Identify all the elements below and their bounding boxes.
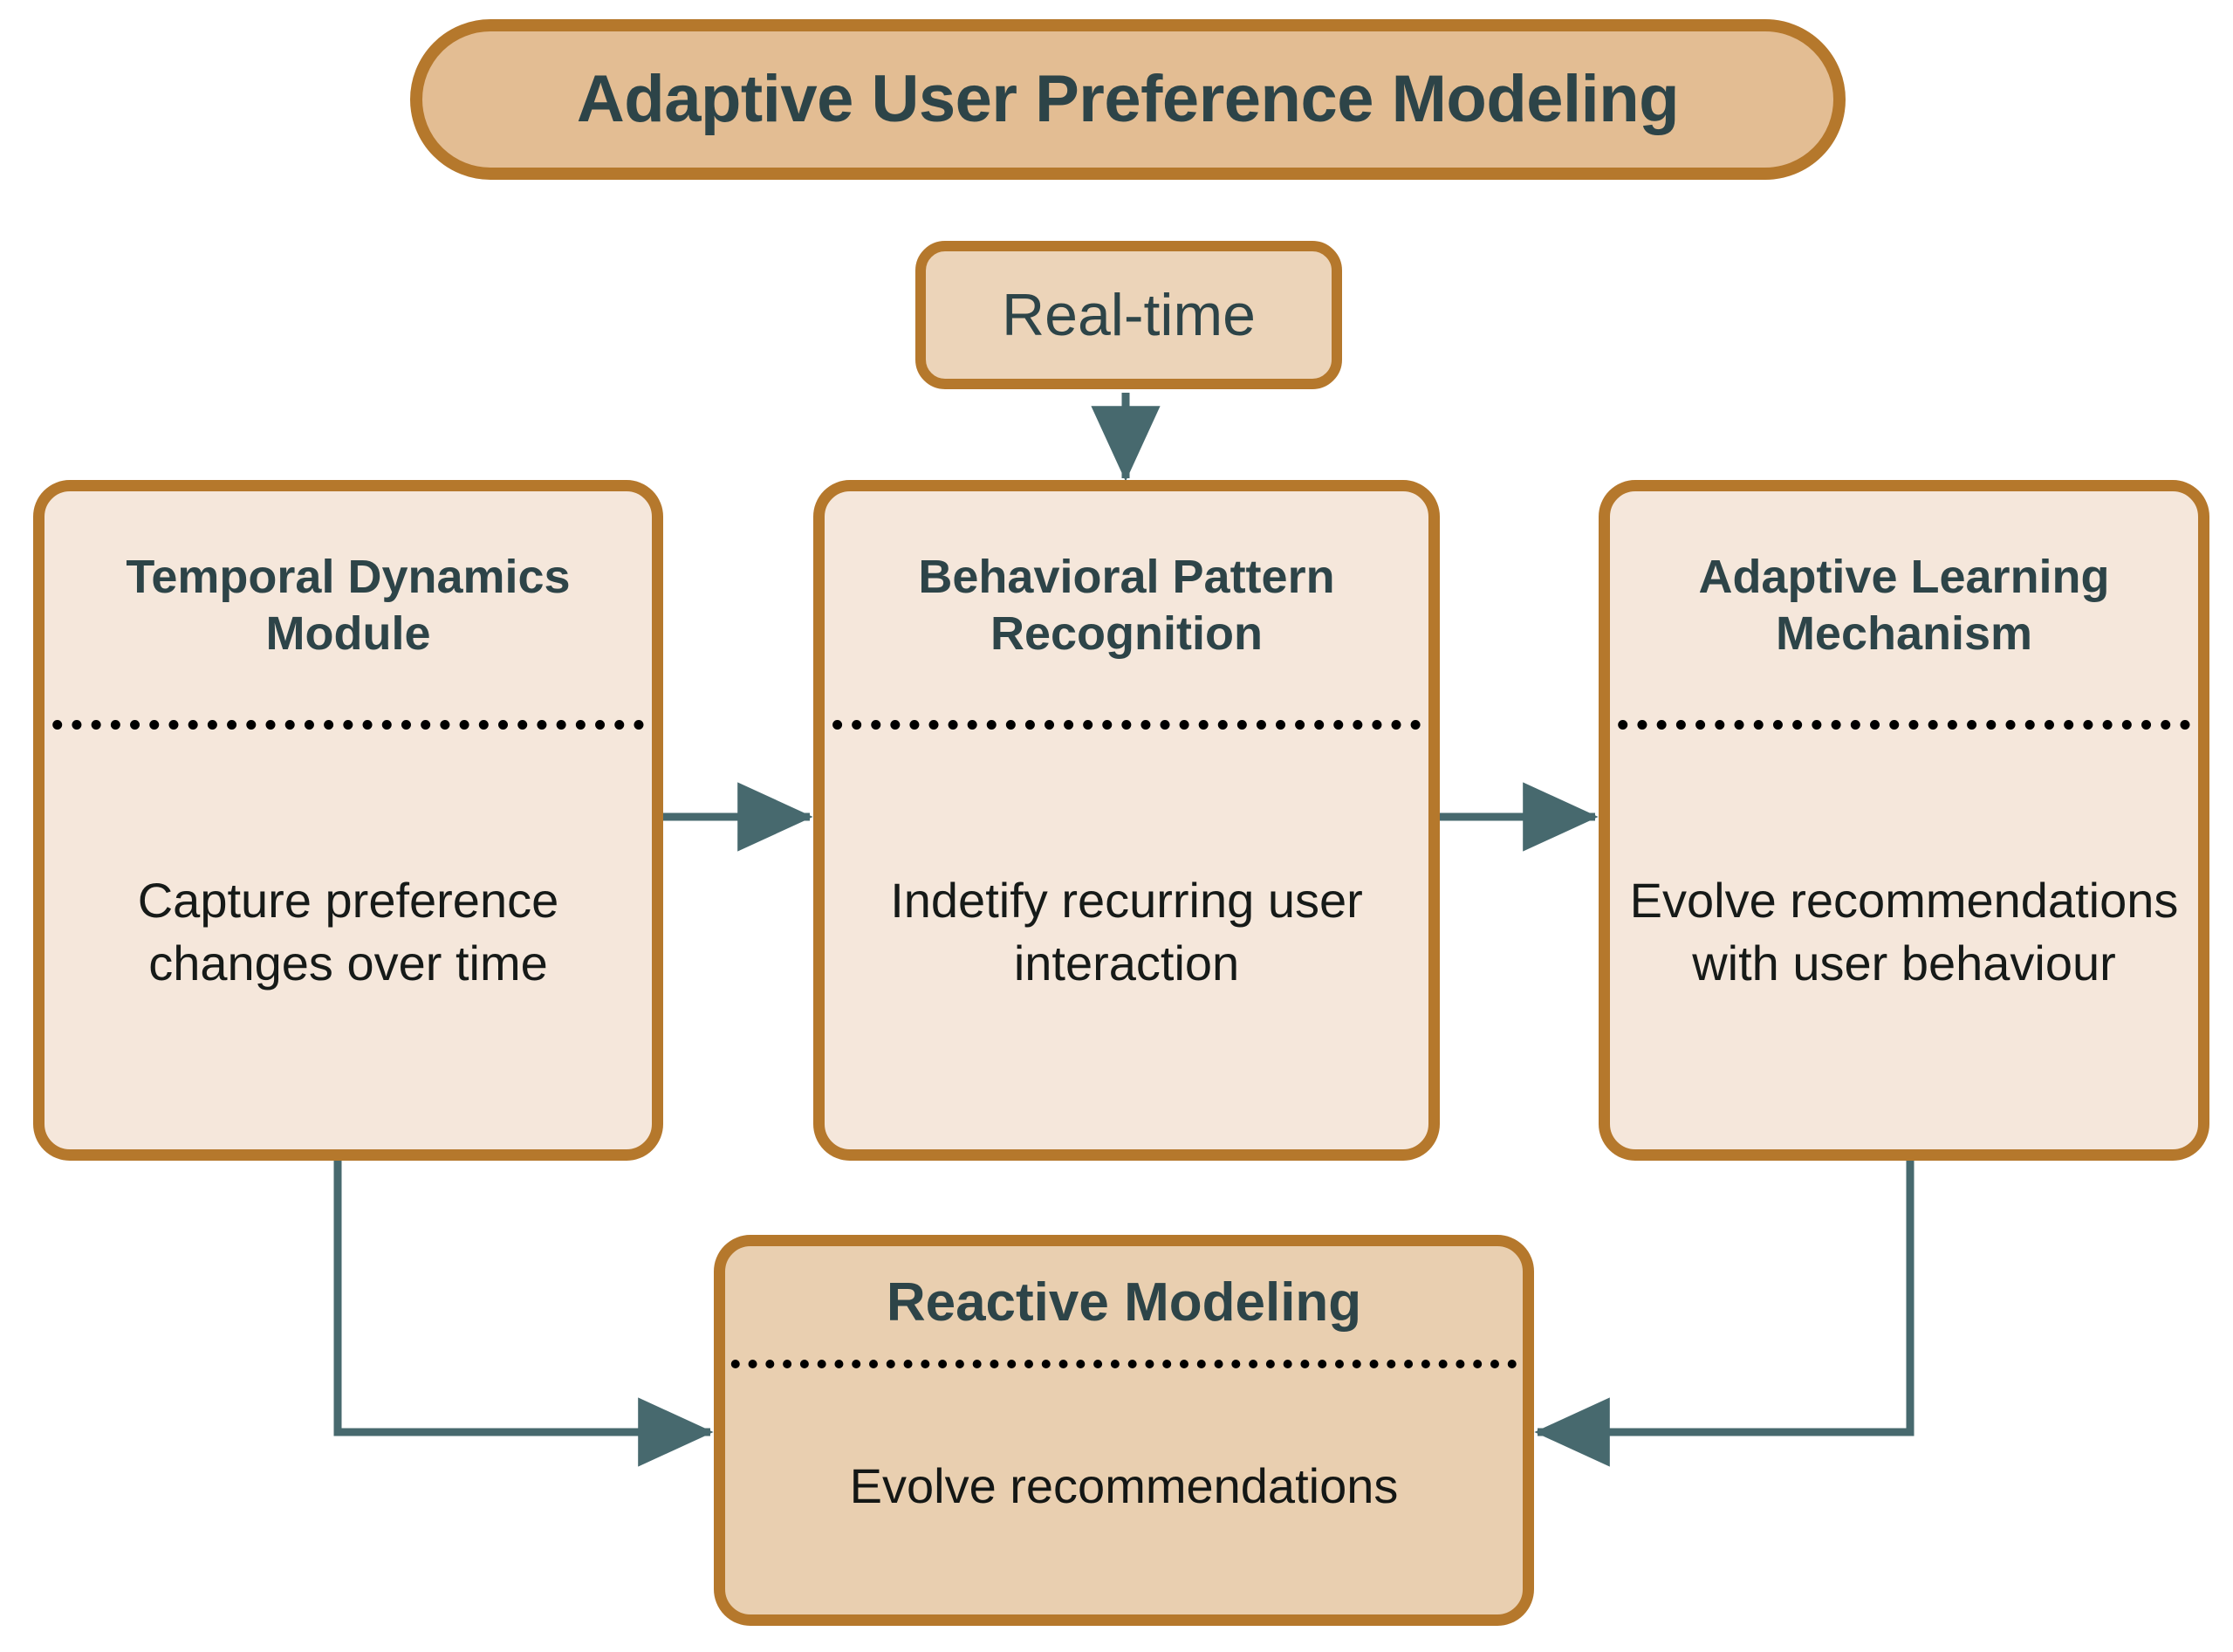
module-body: Capture preference changes over time [45,730,652,1149]
module-body: Evolve recommendations with user behavio… [1610,730,2198,1149]
module-heading: Temporal Dynamics Module [126,551,571,660]
module-description: Indetify recurring user interaction [890,872,1363,991]
module-body: Indetify recurring user interaction [825,730,1428,1149]
module-node-temporal-dynamics: Temporal Dynamics Module Capture prefere… [33,480,663,1161]
outcome-heading: Reactive Modeling [886,1272,1362,1333]
outcome-divider [725,1360,1523,1368]
module-node-behavioral-pattern-recognition: Behavioral Pattern Recognition Indetify … [813,480,1440,1161]
module-heading: Behavioral Pattern Recognition [918,551,1335,660]
module-divider [825,720,1428,730]
outcome-node-reactive-modeling: Reactive Modeling Evolve recommendations [714,1235,1534,1626]
module-divider [1610,720,2198,730]
trigger-label: Real-time [1002,282,1256,348]
connector-temporal-to-reactive [333,1161,714,1467]
module-heading: Adaptive Learning Mechanism [1698,551,2110,660]
outcome-body: Evolve recommendations [725,1368,1523,1614]
module-header: Temporal Dynamics Module [45,491,652,720]
trigger-node-real-time: Real-time [915,241,1342,389]
outcome-header: Reactive Modeling [725,1246,1523,1360]
module-node-adaptive-learning-mechanism: Adaptive Learning Mechanism Evolve recom… [1599,480,2209,1161]
module-description: Capture preference changes over time [137,872,559,991]
module-description: Evolve recommendations with user behavio… [1629,872,2179,991]
connector-adaptive-to-reactive [1534,1161,1914,1467]
diagram-title: Adaptive User Preference Modeling [576,62,1680,137]
module-header: Behavioral Pattern Recognition [825,491,1428,720]
module-divider [45,720,652,730]
diagram-title-banner: Adaptive User Preference Modeling [410,19,1846,180]
outcome-description: Evolve recommendations [849,1457,1399,1513]
module-header: Adaptive Learning Mechanism [1610,491,2198,720]
